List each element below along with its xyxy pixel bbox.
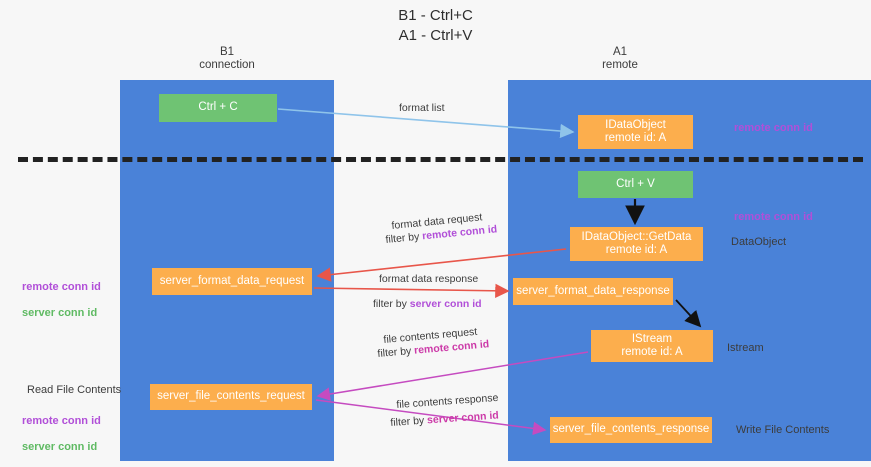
phase-divider — [18, 157, 863, 162]
node-istream[interactable]: IStream remote id: A — [591, 330, 713, 362]
node-ctrl-c[interactable]: Ctrl + C — [159, 94, 277, 122]
edge-format-data-request — [316, 248, 567, 282]
edge-file-contents-request — [316, 351, 589, 401]
filter-prefix: filter by — [390, 414, 428, 429]
edge-label-format-list: format list — [399, 102, 445, 114]
edge-label-format-data-response-filter: filter by server conn id — [373, 298, 482, 311]
filter-prefix: filter by — [385, 230, 423, 246]
node-server-file-contents-response[interactable]: server_file_contents_response — [550, 417, 712, 443]
annotation-read-file-contents: Read File Contents — [27, 384, 122, 396]
node-idataobject[interactable]: IDataObject remote id: A — [578, 115, 693, 149]
diagram-title: B1 - Ctrl+C A1 - Ctrl+V — [398, 7, 473, 44]
node-ctrl-v[interactable]: Ctrl + V — [578, 171, 693, 198]
node-server-format-data-request[interactable]: server_format_data_request — [152, 268, 312, 295]
node-idataobject-getdata[interactable]: IDataObject::GetData remote id: A — [570, 227, 703, 261]
edge-file-contents-response — [315, 399, 547, 436]
annotation-remote-conn-id: remote conn id — [22, 415, 101, 427]
lane-header-a1: A1 remote — [602, 46, 638, 71]
filter-prefix: filter by — [373, 298, 410, 310]
edge-response-istream — [675, 299, 702, 328]
node-server-format-data-response[interactable]: server_format_data_response — [513, 278, 673, 305]
annotation-dataobject: DataObject — [731, 236, 787, 248]
edge-format-data-response — [313, 283, 510, 299]
node-server-file-contents-request[interactable]: server_file_contents_request — [150, 384, 312, 410]
lane-header-b1: B1 connection — [199, 46, 255, 71]
annotation-remote-conn-id: remote conn id — [22, 281, 101, 293]
annotation-remote-conn-id-top: remote conn id — [734, 122, 813, 134]
filter-key-server-conn-id: server conn id — [409, 298, 482, 310]
edge-label-format-data-response: format data response — [379, 273, 479, 285]
filter-prefix: filter by — [377, 344, 415, 360]
annotation-remote-conn-id-mid: remote conn id — [734, 211, 813, 223]
annotation-left-conn-ids-top: remote conn id server conn id — [22, 268, 101, 333]
annotation-server-conn-id: server conn id — [22, 441, 98, 453]
annotation-istream: Istream — [727, 342, 764, 354]
annotation-left-conn-ids-bottom: remote conn id server conn id — [22, 402, 101, 467]
annotation-write-file-contents: Write File Contents — [736, 424, 830, 436]
annotation-server-conn-id: server conn id — [22, 307, 98, 319]
edge-format-list — [277, 108, 575, 139]
